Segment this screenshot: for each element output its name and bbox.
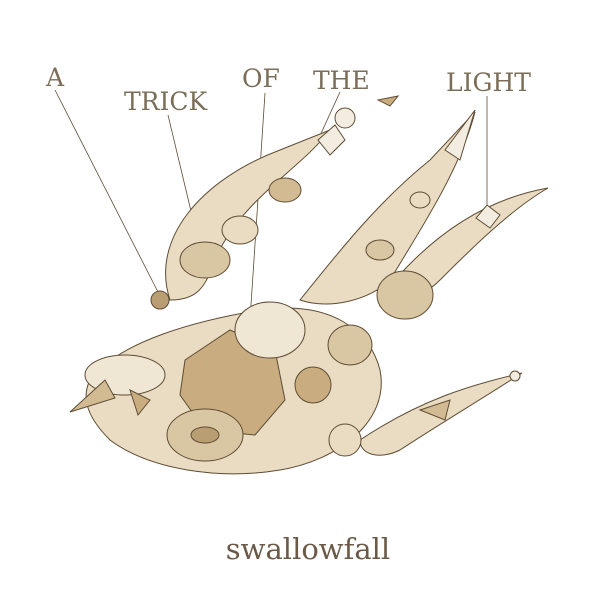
tail-crystal [418, 399, 451, 421]
wing-crystal [376, 95, 400, 107]
wing-shape [409, 191, 431, 209]
wing-shape [268, 177, 302, 203]
tail-shape [376, 270, 434, 320]
beak [69, 379, 116, 413]
second-wing [299, 111, 476, 305]
wing-shape [179, 241, 231, 279]
wing-crystal [444, 109, 476, 161]
tail-crystal [475, 204, 501, 229]
head-crystal [129, 389, 151, 417]
leader-line-a [54, 89, 159, 293]
wing-shape [365, 239, 395, 261]
body-torus [327, 324, 373, 366]
leader-lines [54, 89, 488, 321]
leader-line-of [249, 92, 266, 321]
title-word-the: THE [313, 66, 370, 95]
swallow-shapes [69, 95, 549, 475]
body-sphere [328, 423, 362, 457]
body-cylinder [234, 301, 306, 359]
wing-shape [221, 215, 259, 245]
body-sphere [294, 366, 332, 404]
torus-hole [190, 426, 220, 444]
wing-sphere [334, 107, 356, 129]
body-sphere [150, 290, 170, 310]
artist-name: swallowfall [225, 532, 391, 566]
tail-sphere [509, 370, 521, 382]
title-word-of: OF [242, 64, 280, 93]
title-word-light: LIGHT [446, 68, 531, 97]
title-word-a: A [46, 63, 65, 92]
wing-crystal [317, 124, 346, 156]
leader-line-the [317, 91, 341, 141]
title-word-trick: TRICK [124, 87, 208, 116]
